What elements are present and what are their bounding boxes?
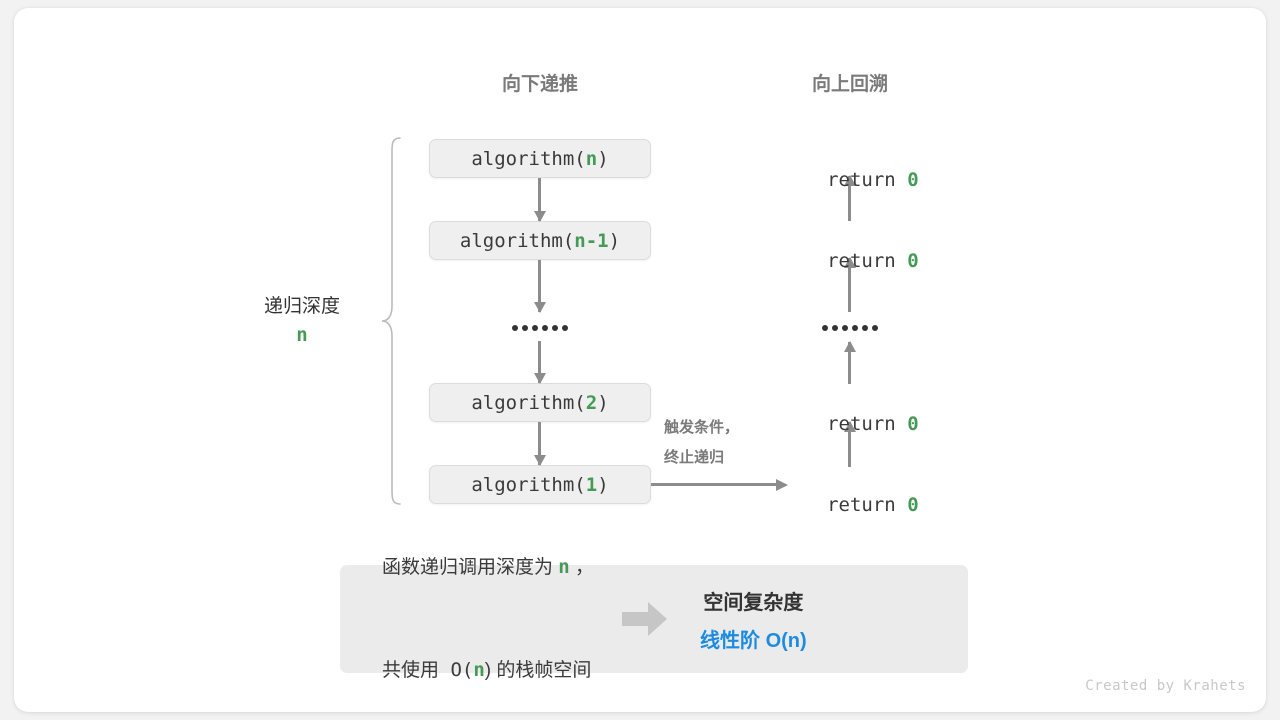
call-box: algorithm(n) bbox=[429, 139, 651, 178]
call-suffix: ) bbox=[597, 473, 609, 496]
summary-line-2: 共使用 O(n) 的栈帧空间 bbox=[382, 653, 594, 688]
return-keyword: return bbox=[827, 250, 908, 272]
column-heading-backtrack: 向上回溯 bbox=[811, 74, 889, 95]
recursion-depth-label: 递归深度 n bbox=[264, 291, 340, 346]
call-prefix: algorithm( bbox=[471, 391, 586, 414]
arrow-down-icon bbox=[538, 422, 541, 465]
return-value: 0 bbox=[907, 250, 919, 272]
return-value: 0 bbox=[907, 494, 919, 516]
arrow-down-icon bbox=[538, 341, 541, 383]
recursion-depth-brace bbox=[380, 136, 404, 506]
arrow-up-icon bbox=[848, 176, 851, 221]
credit-text: Created by Krahets bbox=[1085, 678, 1246, 694]
summary-line-1: 函数递归调用深度为 n ， bbox=[382, 550, 594, 585]
call-arg: 1 bbox=[585, 473, 598, 496]
return-keyword: return bbox=[827, 169, 908, 191]
summary-line-2-prefix: 共使用 O( bbox=[382, 659, 474, 681]
call-prefix: algorithm( bbox=[471, 473, 586, 496]
ellipsis-icon bbox=[822, 325, 878, 331]
depth-label-text: 递归深度 bbox=[263, 296, 341, 317]
depth-value: n bbox=[296, 324, 308, 346]
call-box: algorithm(2) bbox=[429, 383, 651, 422]
return-value: 0 bbox=[907, 169, 919, 191]
return-keyword: return bbox=[827, 413, 908, 435]
return-statement: return 0 bbox=[781, 228, 919, 294]
complexity-title: 空间复杂度 bbox=[703, 591, 804, 614]
call-arg: n bbox=[585, 147, 598, 170]
call-arg: 2 bbox=[585, 391, 598, 414]
summary-panel: 函数递归调用深度为 n ， 共使用 O(n) 的栈帧空间 空间复杂度 线性阶 O… bbox=[340, 556, 968, 681]
call-box: algorithm(1) bbox=[429, 465, 651, 504]
call-prefix: algorithm( bbox=[471, 147, 586, 170]
return-statement: return 0 bbox=[781, 391, 919, 457]
arrow-up-icon bbox=[848, 342, 851, 384]
return-statement: return 0 bbox=[781, 147, 919, 213]
return-value: 0 bbox=[907, 413, 919, 435]
summary-line-1-prefix: 函数递归调用深度为 bbox=[382, 557, 559, 578]
summary-conclusion: 空间复杂度 线性阶 O(n) bbox=[700, 586, 807, 653]
summary-line-1-var: n bbox=[558, 556, 570, 578]
base-case-note-line1: 触发条件， bbox=[664, 419, 740, 436]
arrow-down-icon bbox=[538, 178, 541, 221]
base-case-note: 触发条件， 终止递归 bbox=[664, 413, 739, 473]
column-heading-descend: 向下递推 bbox=[501, 74, 579, 95]
summary-line-2-suffix: ) 的栈帧空间 bbox=[484, 660, 592, 681]
summary-line-1-suffix: ， bbox=[569, 557, 595, 578]
base-case-note-line2: 终止递归 bbox=[664, 449, 725, 466]
call-suffix: ) bbox=[597, 391, 609, 414]
arrow-up-icon bbox=[848, 258, 851, 312]
call-suffix: ) bbox=[608, 229, 621, 252]
arrow-right-block-icon bbox=[622, 601, 668, 637]
summary-description: 函数递归调用深度为 n ， 共使用 O(n) 的栈帧空间 bbox=[382, 482, 594, 712]
call-arg: n-1 bbox=[574, 229, 609, 252]
return-statement: return 0 bbox=[781, 472, 919, 538]
arrow-up-icon bbox=[848, 422, 851, 467]
arrow-down-icon bbox=[538, 260, 541, 312]
call-box: algorithm(n-1) bbox=[429, 221, 651, 260]
return-keyword: return bbox=[827, 494, 908, 516]
arrow-right-icon bbox=[651, 483, 777, 486]
diagram-card: 向下递推 向上回溯 递归深度 n algorithm(n) algorithm(… bbox=[14, 8, 1266, 712]
ellipsis-icon bbox=[512, 325, 568, 331]
call-prefix: algorithm( bbox=[459, 229, 575, 252]
summary-line-2-var: n bbox=[473, 659, 485, 681]
complexity-value: 线性阶 O(n) bbox=[700, 629, 807, 652]
call-suffix: ) bbox=[597, 147, 609, 170]
